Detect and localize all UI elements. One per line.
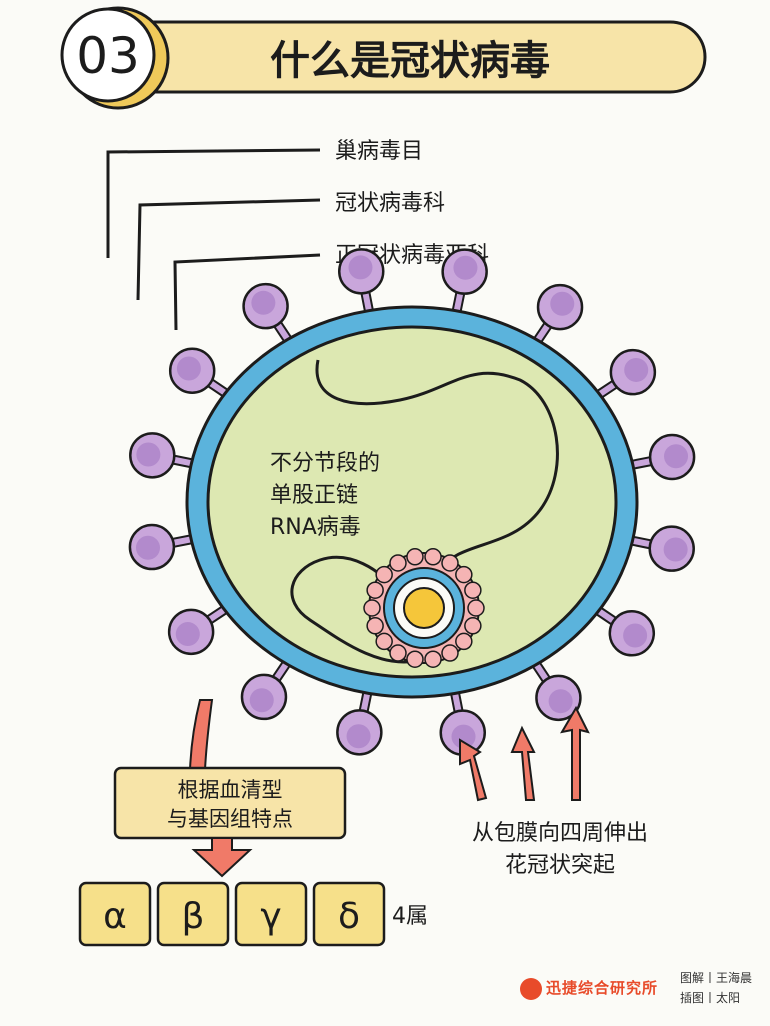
down-arrow-upper [188, 699, 214, 771]
genome-label-line3: RNA病毒 [270, 515, 361, 540]
nucleocapsid-bead [406, 548, 424, 566]
nucleocapsid-bead [464, 617, 482, 635]
nucleocapsid-bead [363, 599, 381, 617]
genus-delta: δ [312, 881, 386, 947]
spike-head-shade [451, 724, 476, 749]
spike-head-shade [548, 689, 573, 714]
genera-count: 4属 [392, 904, 428, 929]
nucleocapsid-bead [366, 617, 384, 635]
nucleocapsid-bead [366, 581, 384, 599]
spike-head-shade [249, 688, 274, 713]
nucleocapsid-bead [389, 644, 407, 662]
genus-beta: β [156, 881, 230, 947]
brand-name: 迅捷综合研究所 [546, 979, 659, 997]
spike-head-shade [135, 535, 160, 560]
nucleocapsid-bead [467, 599, 485, 617]
spike-proteins [128, 248, 696, 756]
genome-label-line1: 不分节段的 [270, 451, 380, 476]
spike-label-line1: 从包膜向四周伸出 [472, 821, 648, 846]
virus-body [185, 305, 639, 699]
spike-head-shade [176, 356, 201, 381]
genus-alpha-label: α [103, 896, 127, 937]
nucleocapsid [363, 548, 485, 668]
taxonomy-family: 冠状病毒科 [335, 191, 445, 216]
spike-arrows [459, 705, 590, 802]
spike-head-shade [348, 255, 373, 280]
section-number: 03 [76, 27, 140, 85]
credits: 图解丨王海晨 插图丨太阳 [680, 968, 752, 1008]
down-arrow-lower [191, 837, 253, 878]
spike-head-shade [550, 291, 575, 316]
spike-head-shade [623, 623, 648, 648]
nucleocapsid-bead [389, 554, 407, 572]
nucleocapsid-bead [441, 554, 459, 572]
taxonomy-order: 巢病毒目 [335, 139, 423, 164]
genus-beta-label: β [182, 896, 205, 937]
brand-icon [520, 978, 542, 1000]
genus-gamma: γ [234, 881, 308, 947]
brand-logo: 迅捷综合研究所 [520, 977, 658, 1000]
nucleocapsid-bead [424, 548, 442, 566]
genus-delta-label: δ [338, 896, 360, 937]
nucleocapsid-bead [464, 581, 482, 599]
spike-head-shade [624, 357, 649, 382]
genome-label-line2: 单股正链 [270, 483, 358, 508]
spike-head-shade [251, 290, 276, 315]
credit-diagram: 图解丨王海晨 [679, 971, 752, 985]
nucleocapsid-bead [406, 650, 424, 668]
nucleocapsid-bead [455, 565, 473, 584]
page-title: 什么是冠状病毒 [270, 38, 550, 84]
nucleocapsid-bead [441, 644, 459, 662]
spike-head-shade [136, 442, 161, 467]
genera-row: α β γ δ [78, 881, 386, 947]
spike-head-shade [346, 724, 371, 749]
genus-alpha: α [78, 881, 152, 947]
credit-illustration: 插图丨太阳 [679, 991, 740, 1005]
taxonomy-brackets [106, 148, 321, 331]
nucleocapsid-bead [424, 650, 442, 668]
spike-head-shade [175, 622, 200, 647]
nucleocapsid-bead [375, 632, 393, 651]
serotype-line2: 与基因组特点 [167, 807, 293, 831]
nucleocapsid-bead [455, 632, 473, 651]
spike-label-line2: 花冠状突起 [505, 853, 615, 878]
serotype-box: 根据血清型 与基因组特点 [113, 766, 347, 840]
nucleocapsid-bead [375, 565, 393, 584]
header-banner: 03 什么是冠状病毒 [60, 6, 707, 110]
serotype-line1: 根据血清型 [178, 778, 283, 802]
genus-gamma-label: γ [260, 896, 281, 937]
spike-head-shade [663, 537, 688, 562]
spike-head-shade [453, 255, 478, 280]
spike-head-shade [664, 444, 689, 469]
